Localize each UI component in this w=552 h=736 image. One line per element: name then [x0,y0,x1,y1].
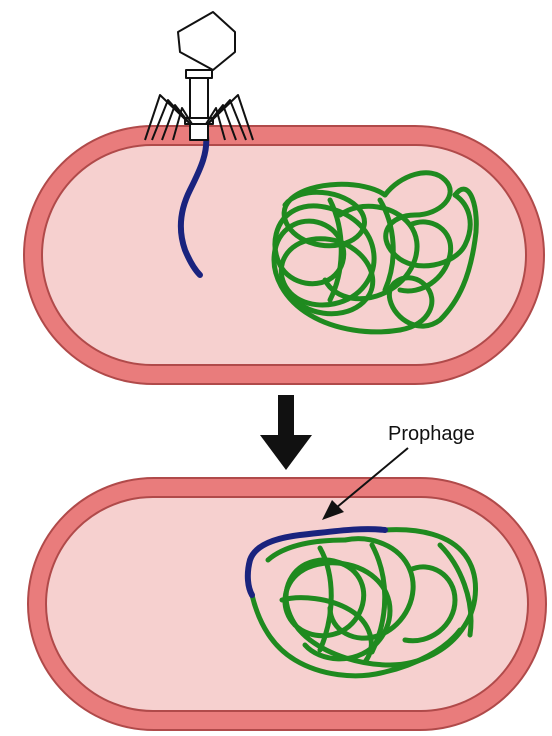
phage-head [178,12,235,70]
bacteriophage-icon [145,12,253,140]
phage-tail [190,78,208,140]
bacterium-cell-top [24,126,544,384]
prophage-label: Prophage [388,423,475,445]
phage-collar [186,70,212,78]
arrow-down-icon [260,395,312,470]
bacterium-cell-bottom [28,478,546,730]
